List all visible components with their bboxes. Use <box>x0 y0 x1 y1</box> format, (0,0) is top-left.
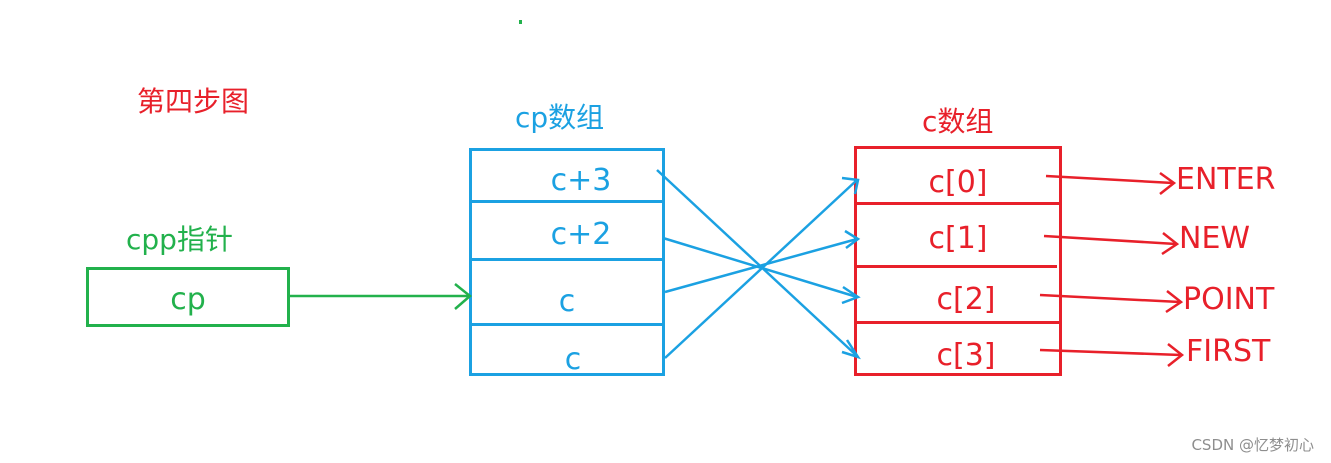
c-array-box: c[0] c[1] c[2] c[3] <box>854 146 1062 376</box>
diagram-title: 第四步图 <box>137 85 250 118</box>
c-array-cell-0: c[0] <box>928 165 988 200</box>
c-array-label: c数组 <box>922 105 994 138</box>
cp-array-cell-1: c+2 <box>550 217 612 252</box>
string-new: NEW <box>1179 221 1251 256</box>
string-enter: ENTER <box>1176 162 1276 197</box>
cp-array-divider <box>469 200 665 203</box>
cp-to-c-arrows <box>656 169 861 360</box>
arrow-c3-to-first <box>1039 348 1182 357</box>
arrow-c1-to-new <box>1043 234 1177 246</box>
cp-array-box: c+3 c+2 c c <box>469 148 665 377</box>
string-point: POINT <box>1183 282 1275 317</box>
arrow-c0-to-enter <box>1045 174 1174 185</box>
cp-array-cell-3: c <box>564 342 582 377</box>
c-array-cell-1: c[1] <box>928 221 988 256</box>
cp-array-cell-2: c <box>558 284 576 319</box>
cp-array-label: cp数组 <box>515 101 605 134</box>
stray-dot <box>519 20 522 24</box>
cpp-pointer-value: cp <box>170 282 206 317</box>
c-to-string-arrows <box>1039 171 1185 367</box>
cpp-pointer-label: cpp指针 <box>126 223 233 256</box>
c-array-divider <box>854 202 1062 205</box>
arrow-cp2-to-c1 <box>664 237 858 294</box>
cpp-to-cp-arrow <box>290 283 472 310</box>
c-array-cell-2: c[2] <box>936 282 996 317</box>
cp-array-divider <box>469 323 665 326</box>
arrow-cp3-to-c0 <box>664 179 858 359</box>
watermark: CSDN @忆梦初心 <box>1191 436 1314 454</box>
cpp-pointer-box: cp <box>86 267 290 327</box>
cp-array-cell-0: c+3 <box>550 163 612 198</box>
c-array-divider <box>854 265 1057 268</box>
c-array-cell-3: c[3] <box>936 338 996 373</box>
arrow-cp0-to-c3 <box>656 169 858 357</box>
arrow-cp1-to-c2 <box>662 236 858 299</box>
cp-array-divider <box>469 258 665 261</box>
c-array-divider <box>854 321 1062 324</box>
string-first: FIRST <box>1186 334 1271 369</box>
arrow-c2-to-point <box>1039 293 1181 304</box>
